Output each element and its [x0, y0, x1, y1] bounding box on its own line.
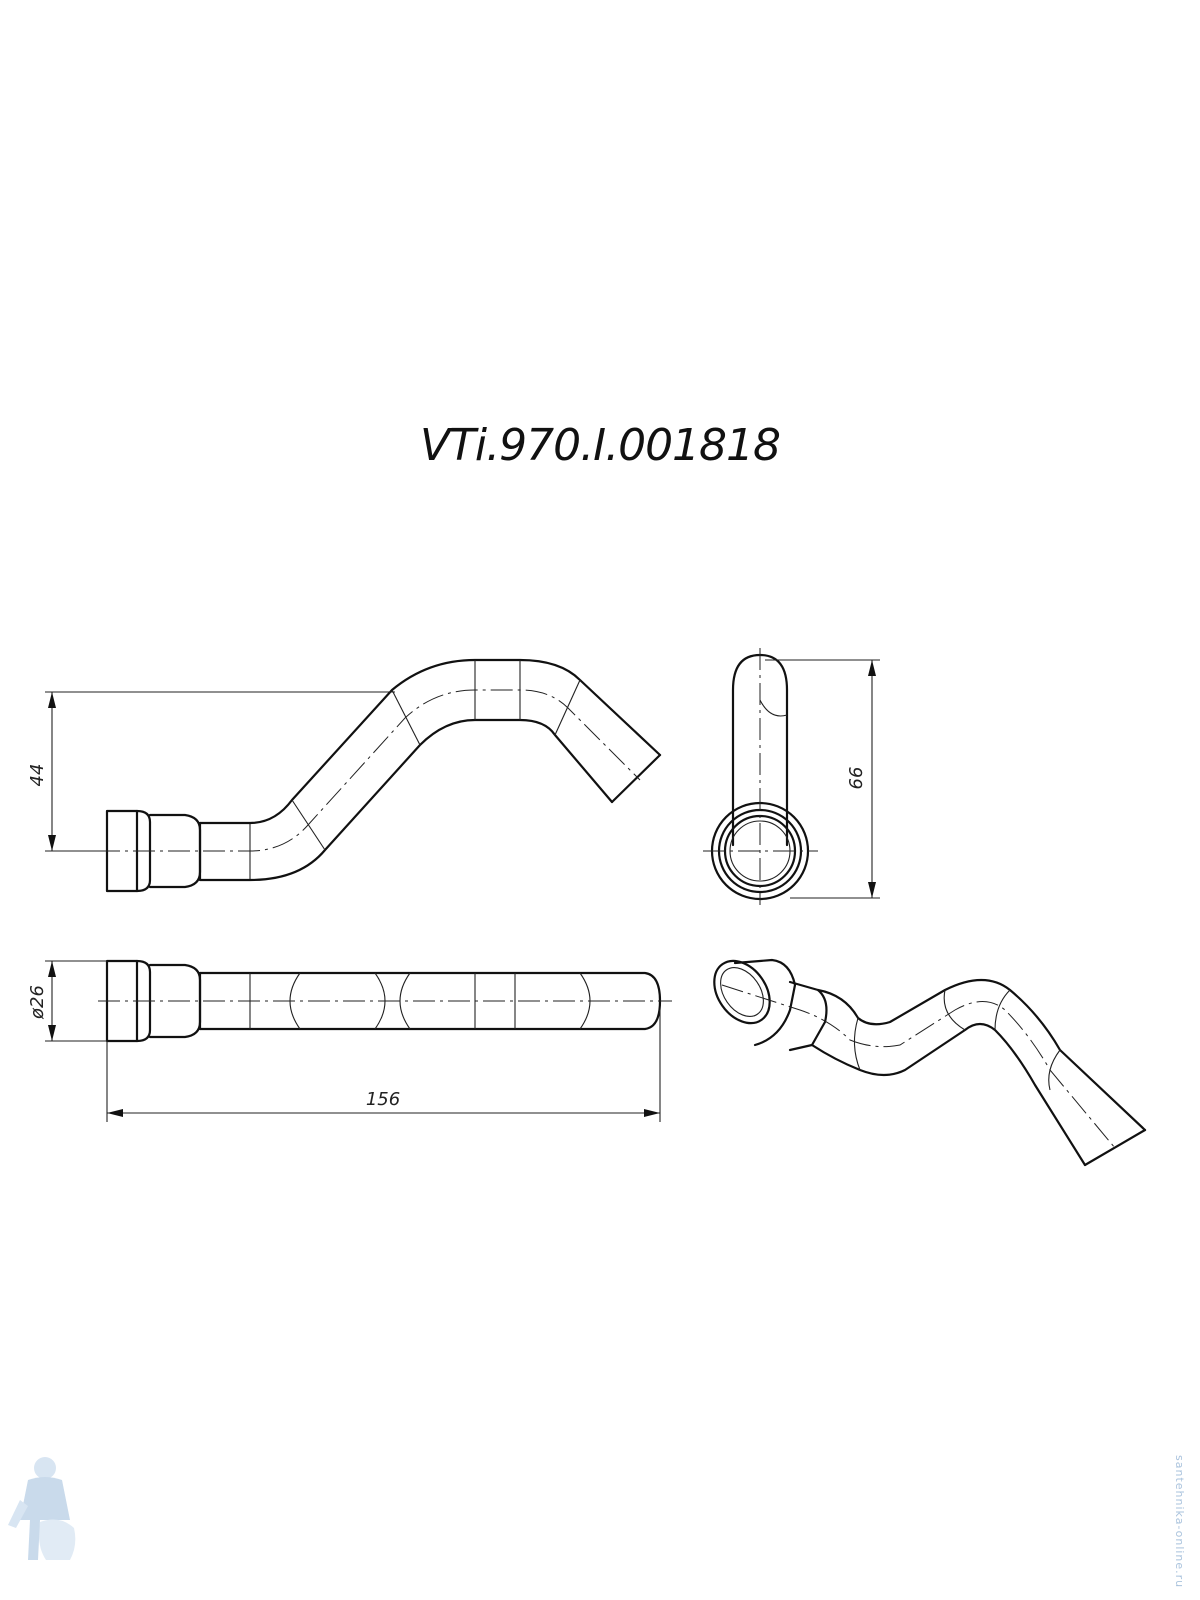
dim-66-label: 66: [846, 767, 867, 790]
dim-156-label: 156: [366, 1089, 400, 1110]
site-watermark: santehnika-online.ru: [1173, 1455, 1186, 1589]
iso-pipe-upper-edge: [816, 979, 1147, 1132]
part-number-title: VTi.970.I.001818: [419, 420, 781, 471]
isometric-view: [713, 958, 1147, 1167]
dim-44-label: 44: [27, 764, 48, 787]
iso-centerline: [721, 984, 1116, 1149]
front-view: 44: [27, 658, 662, 893]
side-view: 66: [703, 648, 880, 905]
dim-diameter-label: ø26: [27, 985, 48, 1020]
front-centerline: [98, 689, 641, 852]
iso-socket-face: [713, 959, 771, 1025]
plumber-mascot-icon: [8, 1457, 76, 1560]
top-view: ø26 156: [27, 959, 672, 1122]
front-pipe-upper-edge: [198, 658, 662, 825]
front-pipe-end: [610, 753, 662, 804]
iso-pipe-end: [1083, 1128, 1147, 1167]
front-pipe-lower-edge: [198, 718, 614, 882]
iso-pipe-lower-edge: [810, 1022, 1087, 1167]
